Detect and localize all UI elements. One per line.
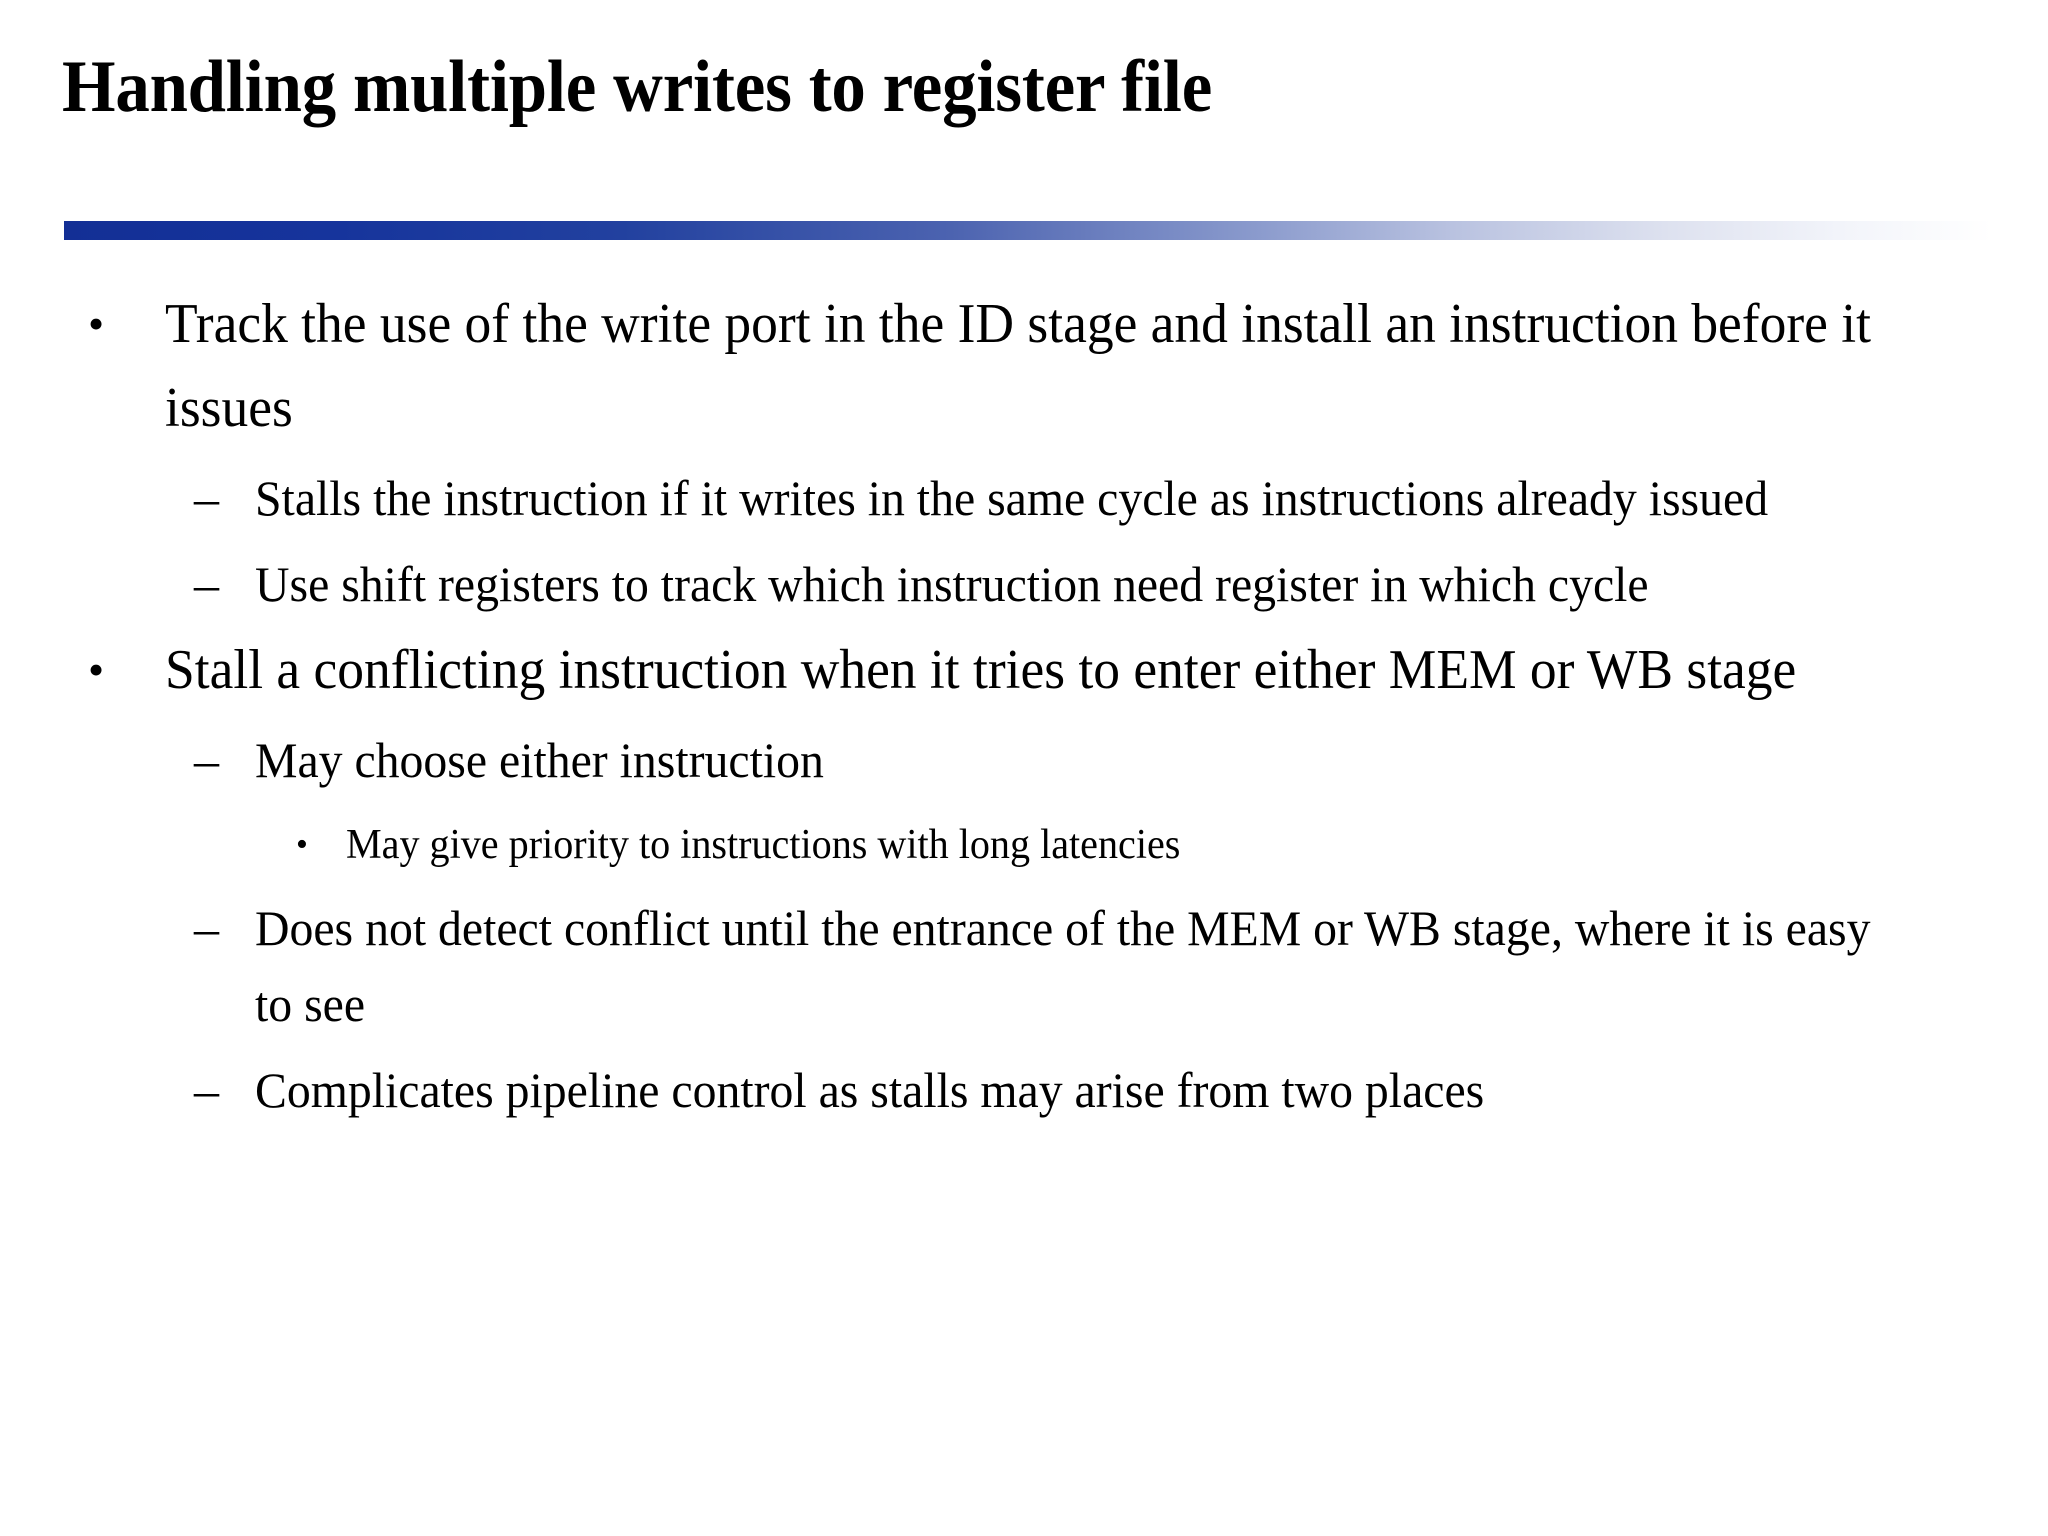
bullet-item: • Stall a conflicting instruction when i…	[0, 628, 2048, 712]
bullet-marker-level2: –	[194, 556, 219, 612]
bullet-item: – Complicates pipeline control as stalls…	[0, 1052, 2048, 1128]
bullet-text: Track the use of the write port in the I…	[165, 293, 1871, 439]
bullet-text: May give priority to instructions with l…	[346, 822, 1181, 868]
bullet-marker-level2: –	[194, 732, 219, 788]
bullet-outline: • Track the use of the write port in the…	[0, 276, 2048, 1128]
page-title: Handling multiple writes to register fil…	[62, 46, 1213, 128]
bullet-marker-level1: •	[88, 298, 105, 349]
bullet-item: – Does not detect conflict until the ent…	[0, 890, 2048, 1042]
title-gradient-rule	[64, 221, 1992, 240]
bullet-marker-level2: –	[194, 1062, 219, 1118]
bullet-item: • Track the use of the write port in the…	[0, 282, 2048, 450]
title-block: Handling multiple writes to register fil…	[62, 46, 1982, 128]
bullet-text: Stalls the instruction if it writes in t…	[255, 470, 1769, 526]
bullet-text: Use shift registers to track which instr…	[255, 556, 1649, 612]
bullet-text: May choose either instruction	[255, 732, 824, 788]
bullet-text: Does not detect conflict until the entra…	[255, 900, 1871, 1032]
bullet-item: – Use shift registers to track which ins…	[0, 546, 2048, 622]
bullet-text: Stall a conflicting instruction when it …	[165, 639, 1797, 701]
bullet-item: • May give priority to instructions with…	[0, 810, 2048, 880]
bullet-marker-level1: •	[88, 644, 105, 695]
bullet-marker-level2: –	[194, 900, 219, 956]
bullet-item: – Stalls the instruction if it writes in…	[0, 460, 2048, 536]
bullet-text: Complicates pipeline control as stalls m…	[255, 1062, 1485, 1118]
bullet-item: – May choose either instruction	[0, 722, 2048, 798]
bullet-marker-level3: •	[296, 826, 308, 863]
bullet-marker-level2: –	[194, 470, 219, 526]
